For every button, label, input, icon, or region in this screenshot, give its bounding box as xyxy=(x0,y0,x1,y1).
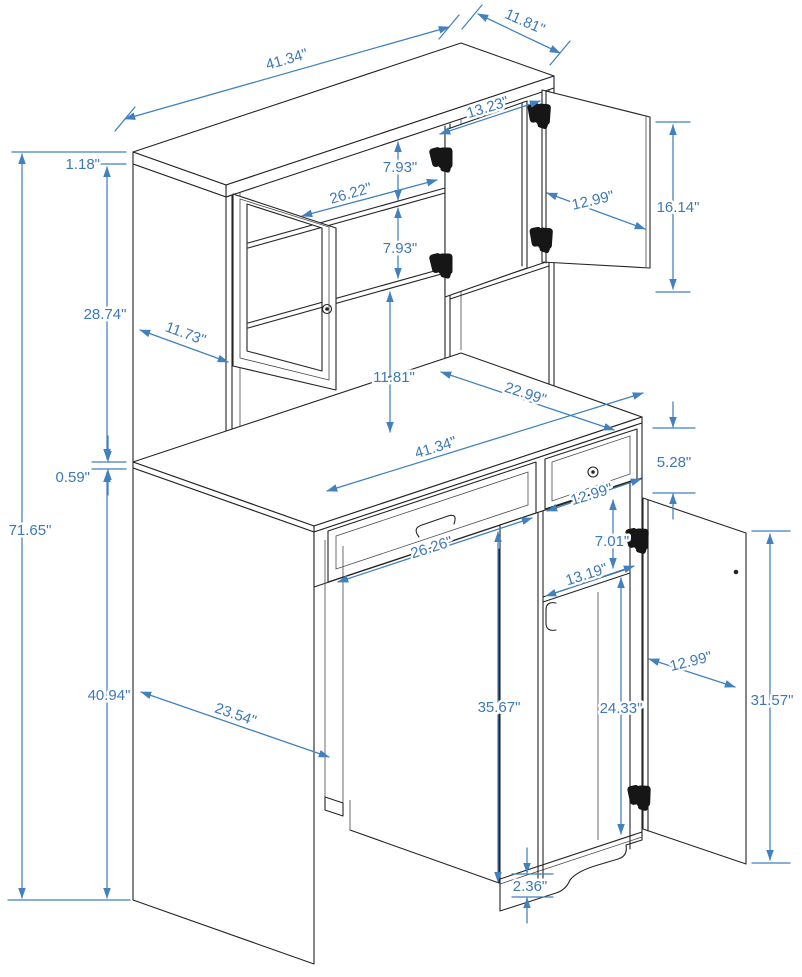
cabinet-structure xyxy=(132,42,747,965)
hutch-inner-door xyxy=(444,100,528,298)
towel-bar-handle xyxy=(545,602,557,631)
dim-lower-door-height: 31.57" xyxy=(748,530,796,864)
dim-toe-kick-height: 2.36" xyxy=(510,847,554,924)
hutch-glass-door xyxy=(232,193,337,391)
dim-lower-compartment-height: 24.33" xyxy=(597,577,645,835)
svg-text:11.81": 11.81" xyxy=(502,6,547,39)
dim-shelf-width: 26.22" xyxy=(301,177,438,218)
svg-text:7.93": 7.93" xyxy=(383,240,418,257)
dim-open-space-height: 11.81" xyxy=(371,291,417,433)
lower-door-knob xyxy=(733,569,739,575)
dim-shelf-gap-lower: 7.93" xyxy=(380,207,420,279)
dim-top-thickness: 1.18" xyxy=(11,151,127,176)
svg-text:7.01": 7.01" xyxy=(595,533,630,550)
glass-door-knob xyxy=(325,307,329,311)
dim-drawer-height: 5.28" xyxy=(652,401,696,520)
dim-total-height: 71.65" xyxy=(6,153,131,901)
svg-text:0.59": 0.59" xyxy=(55,469,90,486)
svg-text:11.81": 11.81" xyxy=(373,369,415,386)
dim-base-section-height: 40.94" xyxy=(85,471,133,899)
dim-desktop-thickness: 0.59" xyxy=(53,435,127,496)
svg-text:31.57": 31.57" xyxy=(751,692,794,709)
dim-shelf-gap-upper: 7.93" xyxy=(380,141,420,201)
svg-text:41.34": 41.34" xyxy=(264,46,310,74)
cabinet-side-panel xyxy=(349,548,500,884)
dim-kneehole-height: 35.67" xyxy=(475,531,523,883)
svg-text:71.65": 71.65" xyxy=(9,522,52,539)
svg-text:40.94": 40.94" xyxy=(88,687,131,704)
dim-lower-gap-height: 7.01" xyxy=(592,499,632,569)
svg-text:7.93": 7.93" xyxy=(383,159,418,176)
dim-hutch-height: 28.74" xyxy=(81,166,129,460)
kneehole-back-rail xyxy=(324,540,344,817)
svg-text:35.67": 35.67" xyxy=(478,699,521,716)
svg-text:24.33": 24.33" xyxy=(600,700,643,717)
dim-hutch-door-height: 16.14" xyxy=(654,121,702,293)
svg-text:16.14": 16.14" xyxy=(657,199,700,216)
svg-text:28.74": 28.74" xyxy=(84,306,127,323)
svg-text:1.18": 1.18" xyxy=(65,156,100,173)
hutch-outer-door xyxy=(541,89,651,269)
lower-door xyxy=(642,497,747,865)
svg-text:2.36": 2.36" xyxy=(513,878,548,895)
svg-text:5.28": 5.28" xyxy=(657,454,692,471)
